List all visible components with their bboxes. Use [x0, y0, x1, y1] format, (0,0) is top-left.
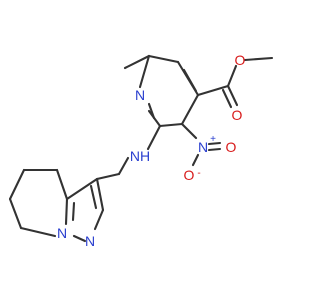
bond-n-o-single [191, 153, 200, 167]
bond-ch2-pyrazole [95, 172, 121, 181]
amine-nh-label: NH [130, 148, 150, 164]
bond-c3-c4 [95, 177, 105, 212]
nitro-plus-charge: + [210, 134, 216, 145]
bond-n1-c6 [138, 54, 151, 89]
bond-methyl [123, 54, 151, 70]
nitro-minus-charge: - [197, 168, 200, 179]
ester-ether-oxygen-label: O [235, 52, 246, 68]
bond-n1-c7a [64, 197, 69, 226]
structure-drawing: N NH N + O O - O O N N [8, 52, 274, 249]
bond-n1-c7a-inner [71, 201, 76, 222]
bond-n-o-double-2 [207, 147, 222, 152]
bond-c6-c5 [147, 54, 180, 64]
bond-lines [8, 54, 274, 243]
bond-c-o-double-2 [221, 88, 233, 109]
bond-c2-nh [146, 124, 162, 151]
bond-c3-c4-inner [89, 184, 98, 210]
bond-c4-carbonyl [196, 84, 230, 97]
ester-carbonyl-oxygen-label: O [232, 107, 243, 123]
bond-c4-n2 [93, 208, 105, 231]
atom-labels: N NH N + O O - O O N N [57, 52, 246, 249]
nitro-nitrogen-label: N [198, 139, 208, 155]
nitro-oxygen-double-label: O [226, 139, 237, 155]
bond-c-o-double-1 [226, 84, 239, 107]
bond-n2-n1 [72, 234, 87, 243]
pyrazole-n1-label: N [57, 225, 67, 241]
bond-c3-c2 [158, 122, 184, 128]
bond-nh-ch2 [117, 156, 130, 176]
bond-c-o-ether [226, 64, 238, 88]
bond-c5-c4 [8, 197, 23, 230]
molecule-canvas: N NH N + O O - O O N N [8, 52, 274, 249]
bond-c7a-c3 [65, 177, 99, 201]
bond-c6-c5 [8, 168, 26, 201]
pyridine-nitrogen-label: N [135, 87, 145, 103]
bond-c5-c4-inner [182, 68, 198, 93]
pyrazole-n2-label: N [85, 233, 95, 249]
bond-c2-n1-inner [147, 102, 156, 120]
bond-n-o-double-1 [207, 141, 222, 146]
bond-c4-c3 [180, 93, 200, 126]
bond-c4-n1 [19, 226, 57, 238]
nitro-oxygen-single-label: O [184, 167, 195, 183]
bond-c7a-c7 [55, 168, 69, 201]
bond-c3-nitro [180, 122, 198, 140]
bond-o-methyl [243, 56, 274, 62]
